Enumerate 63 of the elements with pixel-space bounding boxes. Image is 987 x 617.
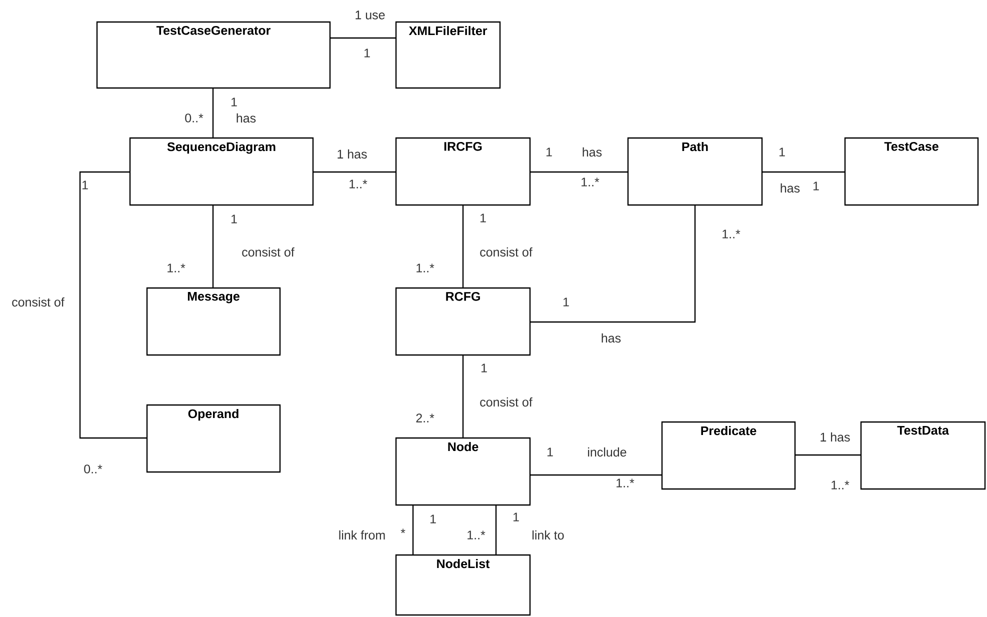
multiplicity-label: 1 use [356, 10, 385, 20]
class-box: TestCaseGenerator [96, 21, 331, 89]
multiplicity-label: 1..* [350, 180, 368, 188]
multiplicity-label: 1 [813, 182, 819, 190]
edge-label: has [234, 112, 258, 124]
multiplicity-label: 1 [430, 514, 436, 524]
association-line [530, 171, 628, 173]
class-box: Message [146, 287, 281, 356]
multiplicity-label: 1 [82, 180, 88, 190]
edge-label: has [580, 146, 604, 158]
class-box: Operand [146, 404, 281, 473]
edge-label: has [778, 182, 802, 194]
multiplicity-label: 1 [564, 298, 569, 306]
edge-label: consist of [478, 246, 534, 258]
multiplicity-label: 1 [364, 48, 370, 58]
association-line [412, 505, 414, 555]
association-line [462, 205, 464, 288]
class-box: IRCFG [395, 137, 531, 206]
class-box: Node [395, 437, 531, 506]
association-line [762, 171, 845, 173]
edge-label: include [586, 446, 628, 458]
multiplicity-label: 1 [548, 448, 553, 456]
class-box: RCFG [395, 287, 531, 356]
association-line [212, 205, 214, 288]
edge-label: consist of [240, 246, 296, 258]
multiplicity-label: 1 [779, 148, 785, 156]
association-line [530, 474, 662, 476]
multiplicity-label: 1 [232, 98, 237, 106]
multiplicity-label: 0..* [185, 114, 204, 122]
multiplicity-label: 1 [514, 512, 519, 522]
edge-label: link to [530, 529, 566, 541]
edge-label: consist of [478, 396, 534, 408]
association-line [212, 88, 214, 138]
multiplicity-label: 2..* [416, 414, 434, 422]
association-line [330, 37, 396, 39]
class-box: TestCase [844, 137, 979, 206]
multiplicity-label: 1..* [722, 230, 740, 238]
association-line [495, 505, 497, 555]
class-box: Predicate [661, 421, 796, 490]
class-box: Path [627, 137, 763, 206]
association-line [462, 355, 464, 438]
multiplicity-label: 1..* [468, 530, 486, 540]
multiplicity-label: 1..* [168, 264, 186, 272]
class-box: SequenceDiagram [129, 137, 314, 206]
multiplicity-label: 1 [546, 148, 552, 156]
edge-label: link from [337, 529, 387, 541]
multiplicity-label: 1..* [582, 178, 600, 186]
multiplicity-label: 1 has [338, 149, 367, 159]
multiplicity-label: 1 has [820, 432, 850, 442]
class-box: XMLFileFilter [395, 21, 501, 89]
class-box: NodeList [395, 554, 531, 616]
association-line [79, 171, 147, 439]
multiplicity-label: 1..* [616, 478, 634, 488]
multiplicity-label: 1..* [416, 264, 434, 272]
multiplicity-label: 0..* [84, 464, 102, 474]
association-line [795, 454, 861, 456]
class-box: TestData [860, 421, 986, 490]
edge-label: consist of [10, 296, 66, 308]
multiplicity-label: * [400, 528, 406, 534]
multiplicity-label: 1..* [832, 480, 850, 490]
association-line [530, 205, 696, 323]
association-line [313, 171, 396, 173]
edge-label: has [600, 332, 622, 344]
